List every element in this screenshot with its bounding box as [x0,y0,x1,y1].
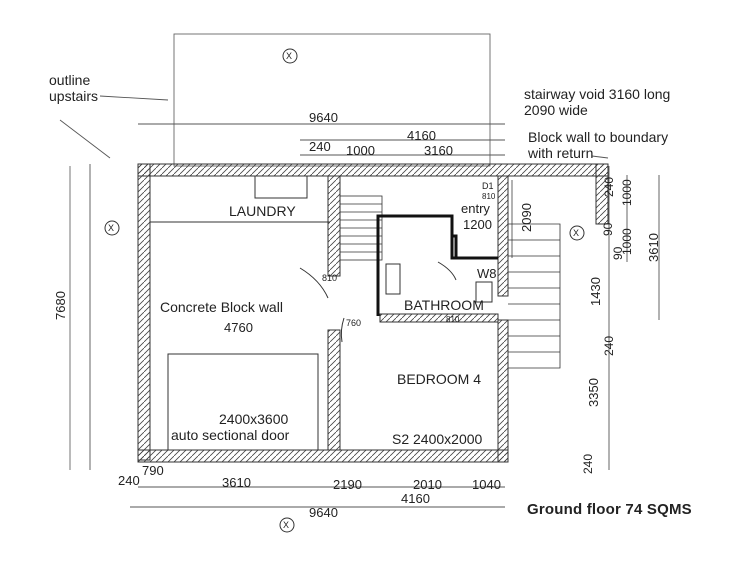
room-laundry: LAUNDRY [229,203,296,219]
dim-top-3160: 3160 [424,143,453,158]
dim-bottom-790: 790 [142,463,164,478]
interior-lines [150,175,493,451]
window-s2-label: S2 2400x2000 [392,431,483,447]
block-wall-note-1: Block wall to boundary [528,129,669,145]
stair-void-note-2: 2090 wide [524,102,588,118]
door-d1-label: D1 [482,181,494,191]
dim-right-3350: 3350 [586,378,601,407]
plan-title: Ground floor 74 SQMS [527,501,692,518]
grid-marker-right: X [573,228,580,238]
dim-bottom-2010: 2010 [413,477,442,492]
dim-right-2090: 2090 [519,203,534,232]
dim-right-1000a: 1000 [620,179,634,206]
external-walls [137,163,609,463]
window-w8-label: W8 [477,266,497,281]
door-d1-width: 810 [482,192,496,201]
block-wall-note-2: with return [528,145,594,161]
garage-wall-label: Concrete Block wall [160,299,283,315]
door-810-a: 810 [322,273,338,283]
dim-right-240b: 240 [602,335,616,356]
outline-upstairs-label-2: upstairs [49,88,99,104]
grid-marker-bottom: X [283,520,290,530]
garage-door-type: auto sectional door [171,427,290,443]
dim-bottom-240: 240 [118,473,140,488]
stair-void-note-1: stairway void 3160 long [524,86,671,102]
grid-marker-top: X [286,51,293,61]
grid-marker-left: X [108,223,115,233]
dim-right-3610: 3610 [646,233,661,262]
room-entry-dim: 1200 [463,217,492,232]
dim-bottom-overall: 9640 [309,505,338,520]
outline-upstairs-label-1: outline [49,72,91,88]
dim-right-90a: 90 [601,222,615,236]
room-bedroom-4: BEDROOM 4 [397,371,482,387]
dim-right-240c: 240 [581,453,595,474]
garage-door-size: 2400x3600 [219,411,289,427]
dim-top-1000: 1000 [346,143,375,158]
dim-top-240: 240 [309,139,331,154]
dim-left-7680: 7680 [53,291,68,320]
upstairs-outline [69,33,491,470]
dimension-lines [59,95,660,508]
room-bathroom: BATHROOM [404,297,484,313]
grid-markers [104,48,585,533]
dim-top-overall: 9640 [309,110,338,125]
garage-dim-4760: 4760 [224,320,253,335]
dim-bottom-2190: 2190 [333,477,362,492]
dim-bottom-3610: 3610 [222,475,251,490]
dim-top-4160: 4160 [407,128,436,143]
dim-bottom-4160: 4160 [401,491,430,506]
room-entry: entry [461,201,490,216]
dim-bottom-1040: 1040 [472,477,501,492]
dim-right-1000b: 1000 [620,228,634,255]
dim-right-240a: 240 [602,176,616,197]
bathroom-heavy-wall [376,214,498,316]
dim-right-1430: 1430 [588,277,603,306]
stairs [339,195,561,369]
door-810-b: 810 [446,315,460,324]
door-760: 760 [346,318,362,328]
